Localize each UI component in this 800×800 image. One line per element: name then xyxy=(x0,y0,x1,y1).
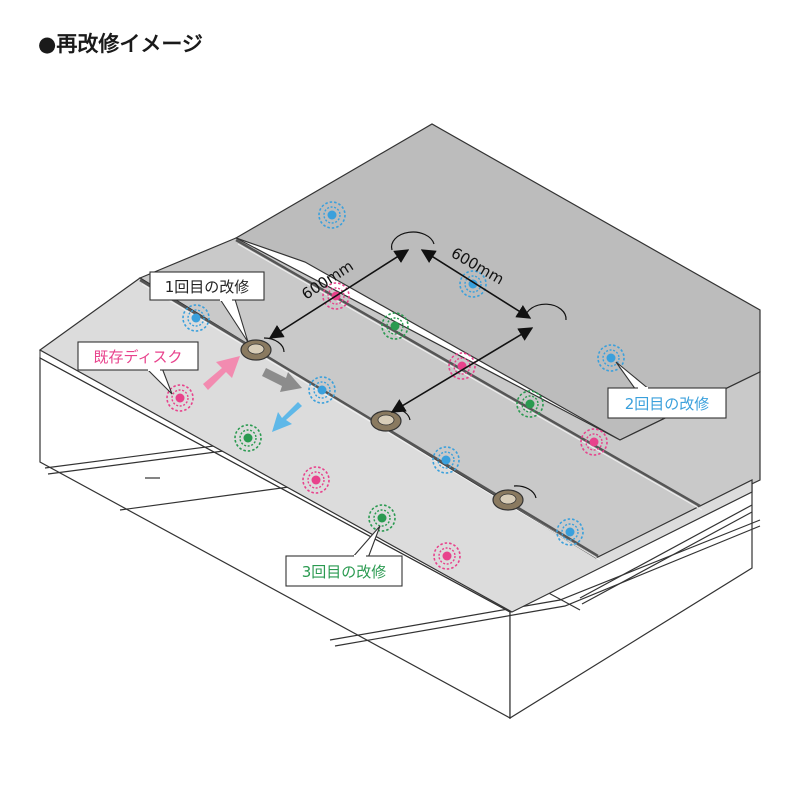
callout-second-repair-label: 2回目の改修 xyxy=(625,395,710,413)
first-repair-disc-marker xyxy=(240,337,285,361)
dimension-arrow-right xyxy=(420,249,532,319)
first-repair-disc-marker xyxy=(370,407,411,432)
fastener-outline xyxy=(390,231,435,251)
callout-existing-disc: 既存ディスク xyxy=(77,341,199,395)
dimension-lines xyxy=(268,249,534,413)
callout-existing-disc-label: 既存ディスク xyxy=(94,348,183,366)
first-repair-disc-marker xyxy=(492,485,537,511)
pink-arrow xyxy=(203,356,240,390)
page-title: ●再改修イメージ xyxy=(38,32,203,56)
callout-second-repair: 2回目の改修 xyxy=(607,361,727,419)
gray-arrow xyxy=(262,368,302,392)
base-structure xyxy=(39,356,761,720)
callout-third-repair-label: 3回目の改修 xyxy=(302,563,387,581)
callout-third-repair: 3回目の改修 xyxy=(285,525,403,587)
dimension-arrow-bottom-right xyxy=(390,327,534,413)
callout-first-repair: 1回目の改修 xyxy=(149,271,265,343)
callout-first-repair-label: 1回目の改修 xyxy=(165,278,250,296)
blue-arrow xyxy=(272,402,302,432)
dimension-arrow-left xyxy=(268,249,410,339)
shift-arrows xyxy=(203,356,302,432)
first-repair-disc-group xyxy=(240,231,567,511)
